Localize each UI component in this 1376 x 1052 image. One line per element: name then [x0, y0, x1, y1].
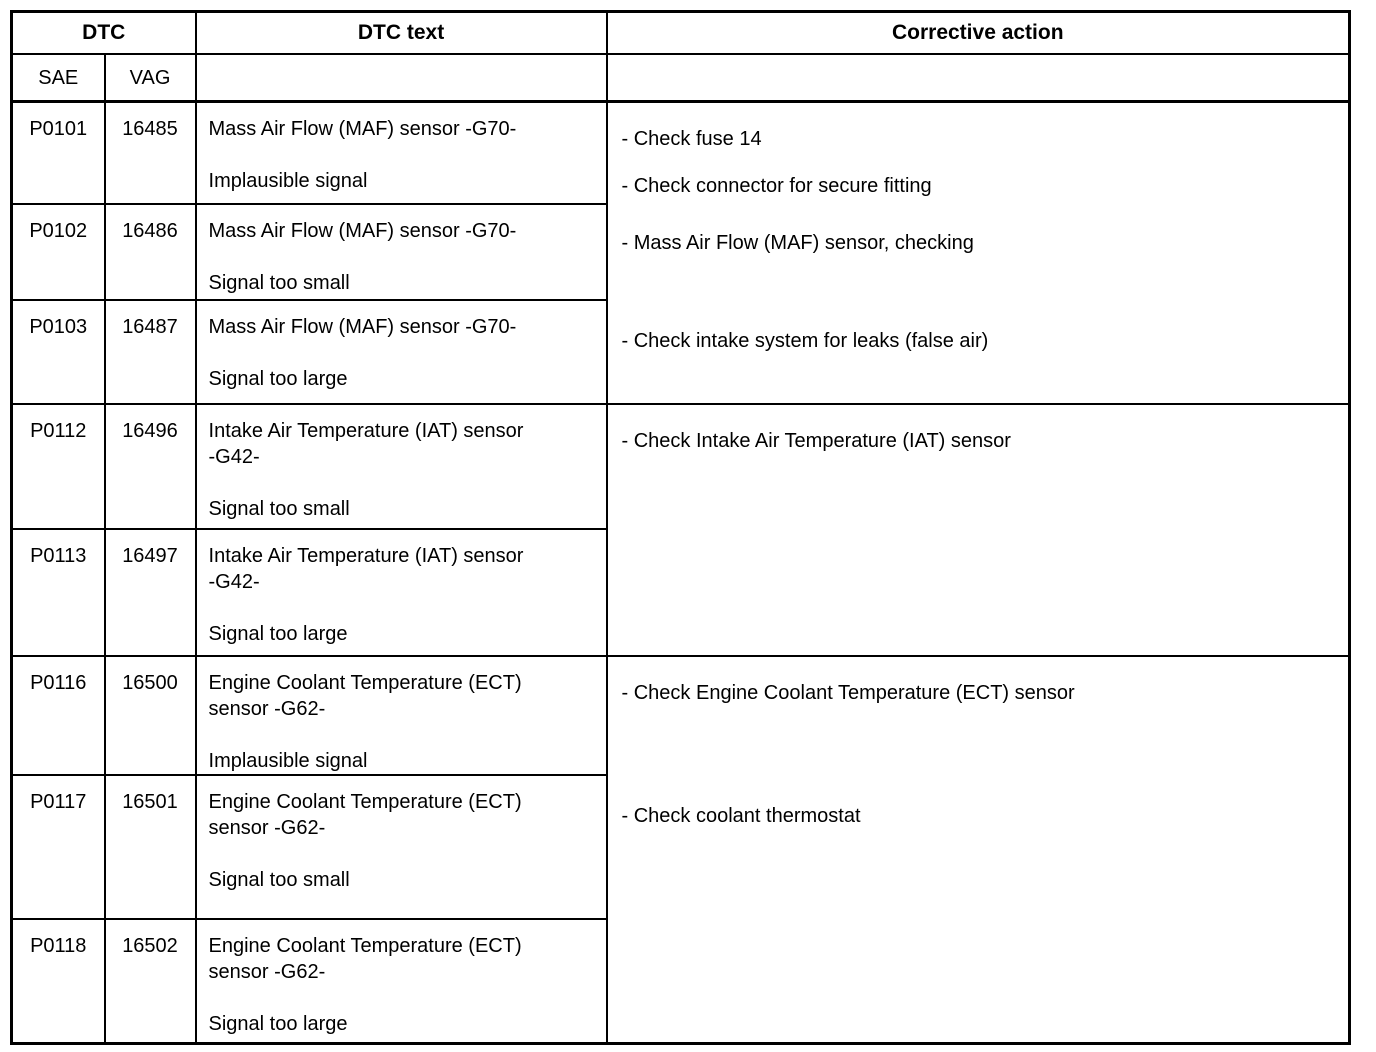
dtc-text-cell: Intake Air Temperature (IAT) sensor -G42…: [194, 402, 608, 530]
subheader-dtc-text-empty: [194, 53, 608, 103]
table-row: P0113 16497 Intake Air Temperature (IAT)…: [10, 527, 1350, 657]
vag-code: 16502: [103, 917, 197, 1045]
vag-code: 16496: [103, 402, 197, 530]
dtc-name: Engine Coolant Temperature (ECT) sensor …: [208, 790, 522, 839]
table-row: P0102 16486 Mass Air Flow (MAF) sensor -…: [10, 202, 1350, 301]
sae-code: P0112: [10, 402, 106, 530]
subheader-corrective-empty: [605, 53, 1351, 103]
dtc-text-cell: Intake Air Temperature (IAT) sensor -G42…: [194, 527, 608, 657]
corrective-action-item: - Check coolant thermostat: [621, 804, 861, 827]
sae-code: P0116: [10, 654, 106, 776]
sae-code: P0117: [10, 773, 106, 920]
dtc-table: DTC DTC text Corrective action SAE VAG P…: [10, 10, 1352, 1045]
dtc-name: Engine Coolant Temperature (ECT) sensor …: [208, 671, 522, 720]
dtc-name: Engine Coolant Temperature (ECT) sensor …: [208, 934, 522, 983]
vag-code: 16500: [103, 654, 197, 776]
corrective-action-cell: - Check fuse 14 - Check connector for se…: [605, 100, 1351, 405]
table-row: P0117 16501 Engine Coolant Temperature (…: [10, 773, 1350, 920]
table-subheader-row: SAE VAG: [10, 53, 1351, 103]
table-row: P0112 16496 Intake Air Temperature (IAT)…: [10, 402, 1351, 657]
subheader-sae: SAE: [10, 53, 106, 103]
dtc-text-cell: Mass Air Flow (MAF) sensor -G70- Signal …: [194, 202, 608, 301]
corrective-action-cell: - Check Intake Air Temperature (IAT) sen…: [605, 402, 1351, 657]
header-corrective-action: Corrective action: [605, 10, 1351, 55]
dtc-name: Mass Air Flow (MAF) sensor -G70-: [208, 219, 517, 242]
header-dtc-text: DTC text: [194, 10, 608, 55]
subheader-vag: VAG: [103, 53, 197, 103]
dtc-text-cell: Engine Coolant Temperature (ECT) sensor …: [194, 773, 608, 920]
dtc-signal: Signal too large: [208, 622, 348, 645]
corrective-action-item: - Check connector for secure fitting: [621, 175, 932, 197]
sae-code: P0101: [10, 100, 106, 205]
corrective-action-item: - Check fuse 14: [621, 128, 762, 150]
dtc-text-cell: Mass Air Flow (MAF) sensor -G70- Implaus…: [194, 100, 608, 205]
corrective-action-item: - Check Engine Coolant Temperature (ECT)…: [621, 681, 1075, 704]
corrective-action-cell: - Check Engine Coolant Temperature (ECT)…: [605, 654, 1351, 1045]
sae-code: P0118: [10, 917, 106, 1045]
dtc-text-cell: Engine Coolant Temperature (ECT) sensor …: [194, 654, 608, 776]
table-row: P0103 16487 Mass Air Flow (MAF) sensor -…: [10, 298, 1350, 405]
vag-code: 16497: [103, 527, 197, 657]
dtc-signal: Signal too small: [208, 497, 350, 520]
dtc-signal: Implausible signal: [208, 170, 368, 192]
header-dtc: DTC: [10, 10, 197, 55]
corrective-action-item: - Mass Air Flow (MAF) sensor, checking: [621, 232, 974, 254]
vag-code: 16487: [103, 298, 197, 405]
dtc-name: Intake Air Temperature (IAT) sensor -G42…: [208, 544, 524, 593]
dtc-signal: Signal too small: [208, 271, 350, 294]
corrective-action-item: - Check intake system for leaks (false a…: [621, 330, 989, 352]
table-row: P0101 16485 Mass Air Flow (MAF) sensor -…: [10, 100, 1351, 405]
dtc-name: Mass Air Flow (MAF) sensor -G70-: [208, 118, 517, 140]
sae-code: P0113: [10, 527, 106, 657]
dtc-text-cell: Engine Coolant Temperature (ECT) sensor …: [194, 917, 608, 1045]
dtc-name: Mass Air Flow (MAF) sensor -G70-: [208, 315, 517, 338]
dtc-text-cell: Mass Air Flow (MAF) sensor -G70- Signal …: [194, 298, 608, 405]
dtc-signal: Signal too large: [208, 367, 348, 390]
vag-code: 16485: [103, 100, 197, 205]
sae-code: P0102: [10, 202, 106, 301]
table-row: P0118 16502 Engine Coolant Temperature (…: [10, 917, 1350, 1045]
dtc-name: Intake Air Temperature (IAT) sensor -G42…: [208, 419, 524, 468]
sae-code: P0103: [10, 298, 106, 405]
table-header-row: DTC DTC text Corrective action: [10, 10, 1351, 55]
dtc-signal: Signal too large: [208, 1012, 348, 1035]
dtc-signal: Implausible signal: [208, 749, 368, 772]
vag-code: 16486: [103, 202, 197, 301]
dtc-signal: Signal too small: [208, 868, 350, 891]
vag-code: 16501: [103, 773, 197, 920]
table-row: P0116 16500 Engine Coolant Temperature (…: [10, 654, 1351, 1045]
corrective-action-item: - Check Intake Air Temperature (IAT) sen…: [621, 429, 1011, 452]
